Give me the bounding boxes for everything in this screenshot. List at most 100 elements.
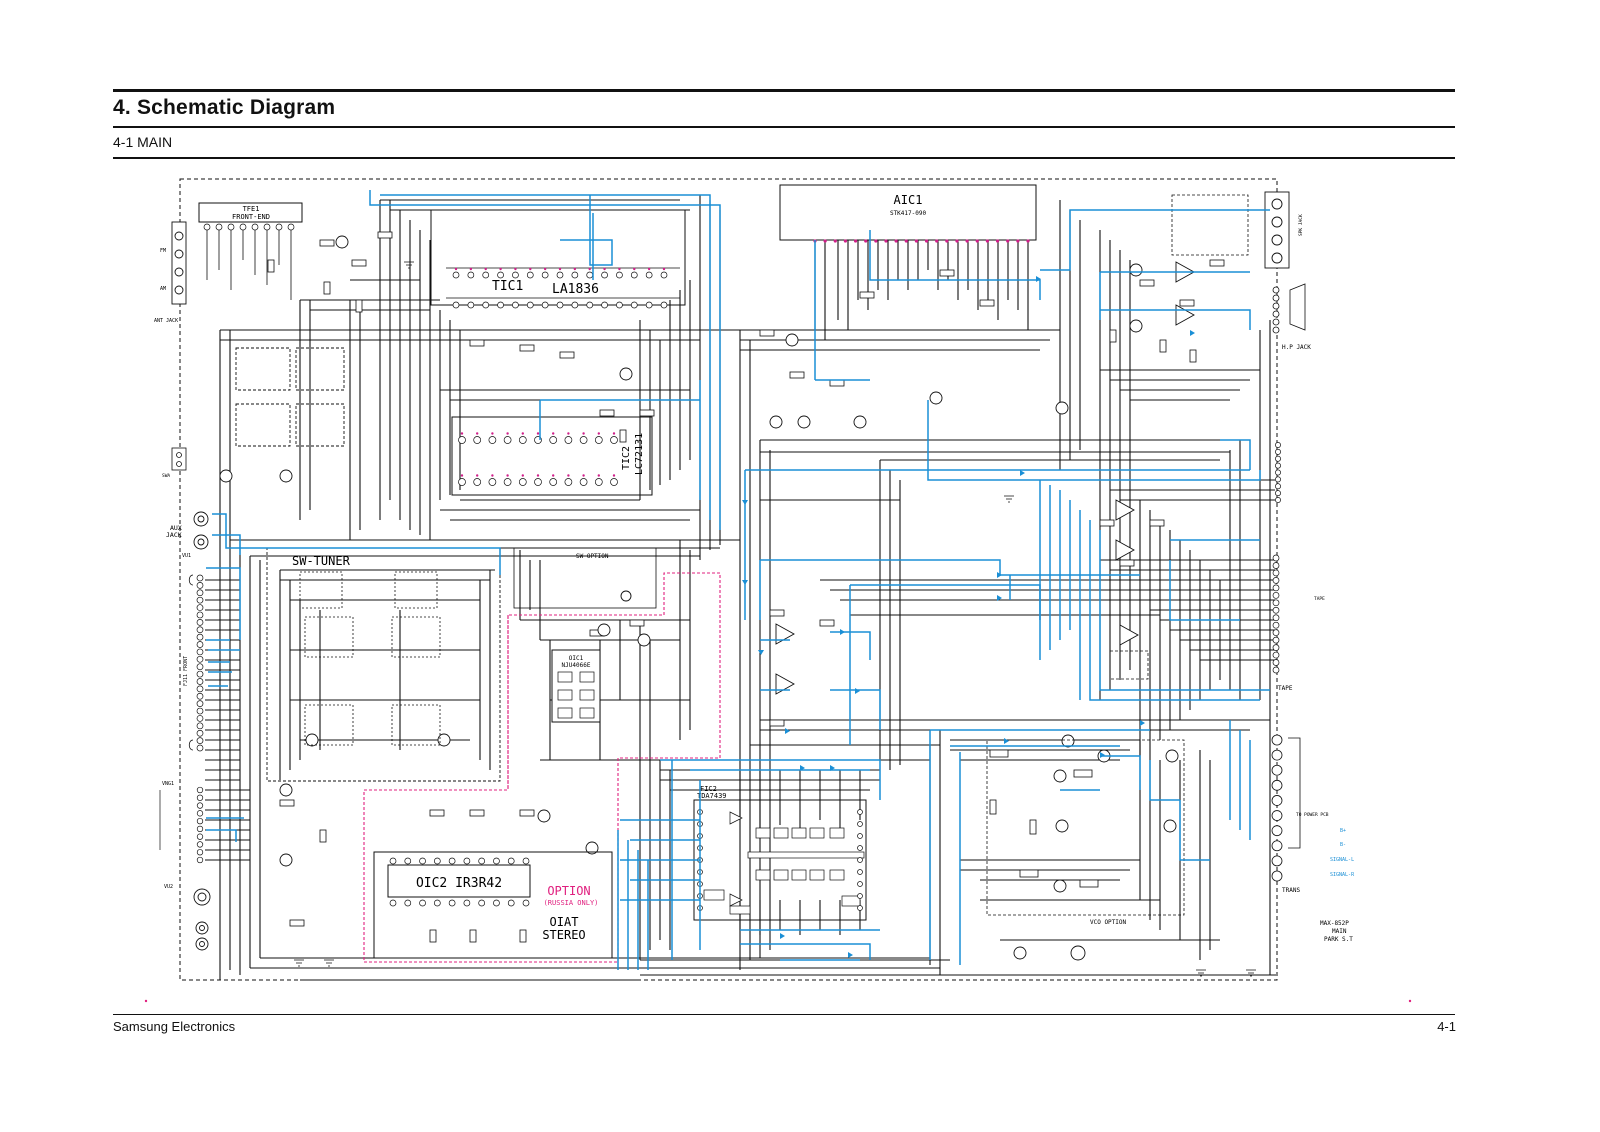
aic1-stk417: AIC1 STK417-090 <box>779 184 1037 241</box>
pin-marker <box>597 432 600 435</box>
connector-pin <box>196 611 204 619</box>
aux-jack <box>193 511 209 550</box>
ic-pin <box>857 869 863 875</box>
section-label: 4-1 MAIN <box>113 134 173 150</box>
blue-signal-traces <box>206 190 1270 970</box>
pin-marker <box>469 267 473 271</box>
ic-pin <box>497 271 504 279</box>
ic-pin <box>610 478 618 486</box>
connector-pin <box>1271 870 1283 882</box>
connector-pin <box>1272 666 1280 674</box>
pin-marker <box>514 267 517 271</box>
pin-marker <box>985 239 990 243</box>
pin-marker <box>647 267 651 271</box>
sw-tuner-box <box>266 547 501 782</box>
legend-signal-l: SIGNAL-L <box>1330 857 1354 863</box>
connector-pin <box>1271 825 1283 837</box>
pin-marker <box>552 432 555 435</box>
connector-pin <box>1275 490 1281 497</box>
ic-pin <box>549 436 558 444</box>
ic-pin <box>522 899 530 907</box>
connector-pin <box>196 582 204 589</box>
tfe1-name: TFE1 <box>243 205 260 213</box>
vco-option-box <box>986 739 1185 916</box>
vng1-connector <box>196 786 204 864</box>
ic-pin <box>482 301 490 309</box>
ic-pin <box>564 478 573 486</box>
pin-marker <box>864 239 868 243</box>
option-label: OPTION <box>547 884 590 898</box>
connector-pin <box>196 707 204 715</box>
connector-pin <box>196 574 204 582</box>
title-rule <box>113 126 1455 128</box>
pin-marker <box>582 474 585 477</box>
pin-marker <box>894 239 898 243</box>
connector-pin <box>196 670 204 678</box>
ic-pin <box>857 845 863 851</box>
pin-marker <box>476 474 479 477</box>
pin-marker <box>558 267 562 271</box>
pin-marker <box>904 239 908 243</box>
ic-pin <box>518 478 527 486</box>
pin-marker <box>633 267 636 271</box>
tfe1-front-end: TFE1 FRONT-END <box>198 202 303 300</box>
vco-option-label: VCO OPTION <box>1090 919 1127 926</box>
connector-pin <box>196 841 204 848</box>
ic-pin <box>448 857 456 865</box>
am-label: AM <box>160 286 166 292</box>
ic-pin <box>616 271 623 279</box>
tape-connector <box>1272 554 1280 674</box>
connector-pin <box>196 810 204 817</box>
ic-pin <box>473 436 482 444</box>
oic1-name: OIC1 <box>569 655 584 662</box>
ic-pin <box>463 857 471 865</box>
ic-pin <box>541 271 549 279</box>
pin-marker <box>833 239 837 243</box>
connector-pin <box>1272 606 1280 614</box>
ic-pin <box>857 881 863 887</box>
tic2-name: TIC2 <box>621 446 632 470</box>
ic-pin <box>534 478 542 486</box>
pin-marker <box>935 239 939 243</box>
sw-option-box <box>513 547 657 609</box>
ic-pin <box>497 301 504 309</box>
ic-pin <box>630 271 638 279</box>
fm-label: FM <box>160 248 166 254</box>
ic-pin <box>857 821 863 827</box>
footer-rule <box>113 1014 1455 1015</box>
pin-marker <box>588 267 591 271</box>
fic2-tda7439: FIC2 TDA7439 <box>693 785 867 921</box>
pin-marker <box>552 474 555 477</box>
signal-arrows <box>742 276 1195 958</box>
vng1-label: VNG1 <box>162 781 174 787</box>
connector-pin <box>1275 442 1281 448</box>
pin-marker <box>924 239 929 243</box>
oic2-ir3r42: OIC2 IR3R42 OIAT STEREO OPTION (RUSSIA O… <box>373 851 613 959</box>
connector-pin <box>1272 644 1280 651</box>
tic1-part: LA1836 <box>552 282 599 297</box>
spk-protect-box <box>1171 194 1249 256</box>
model-sub1: MAIN <box>1332 928 1347 935</box>
connector-pin <box>196 655 204 663</box>
ic-pin <box>419 857 426 865</box>
components <box>267 231 1225 943</box>
connector-pin <box>1272 621 1280 629</box>
ic-pin <box>601 271 608 279</box>
tic2-part: LC72131 <box>634 433 645 475</box>
connector-pin <box>196 715 204 722</box>
power-connector <box>1271 734 1283 882</box>
pin-marker <box>491 474 494 477</box>
bottom-left-jacks <box>193 888 211 951</box>
connector-pin <box>1272 577 1280 584</box>
sw-tuner-label: SW-TUNER <box>292 554 351 568</box>
connector-pin <box>196 794 204 801</box>
ic-pin <box>549 478 558 486</box>
tic1-la1836: TIC1 LA1836 <box>430 209 686 306</box>
pin-marker <box>582 432 585 435</box>
pin-marker <box>823 239 827 243</box>
ic-pin <box>556 271 564 279</box>
option-boundaries <box>363 572 721 963</box>
stereo-label: STEREO <box>542 928 585 942</box>
tape-label-right: TAPE <box>1314 596 1325 602</box>
connector-pin <box>196 685 204 693</box>
